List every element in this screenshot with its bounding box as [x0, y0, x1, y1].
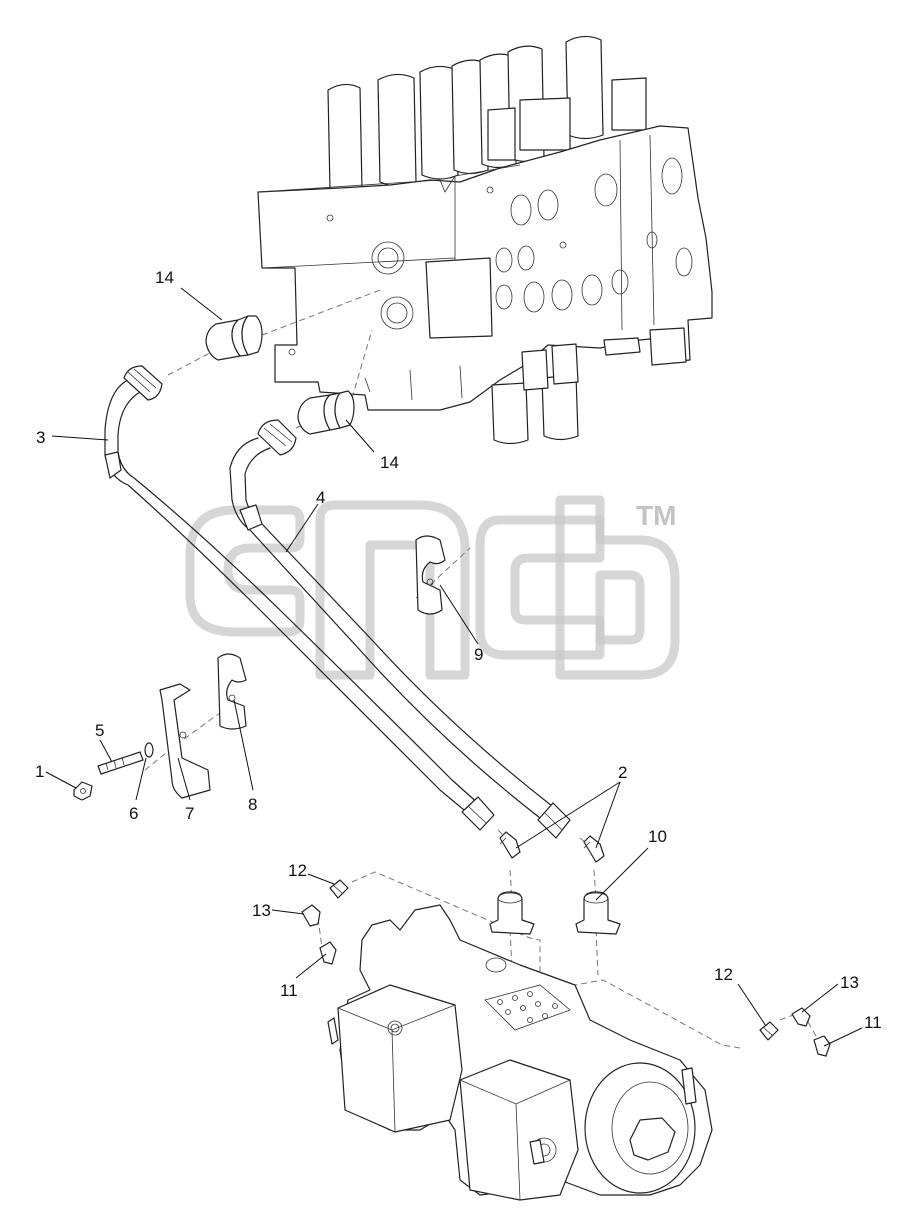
callout-10: 10	[648, 827, 667, 846]
callout-13-left: 13	[252, 901, 271, 920]
fitting-12-right	[759, 1021, 779, 1041]
nut-1	[73, 781, 93, 801]
hose-assembly-4	[229, 419, 571, 839]
callout-6: 6	[129, 804, 138, 823]
callout-14-lower: 14	[380, 453, 399, 472]
callout-3: 3	[36, 428, 45, 447]
fitting-11-right	[813, 1035, 831, 1057]
clamp-half-9	[415, 535, 446, 615]
callout-11-right: 11	[864, 1013, 882, 1032]
callout-11-left: 11	[280, 981, 298, 1000]
callout-1: 1	[35, 762, 44, 781]
callout-13-right: 13	[840, 973, 859, 992]
elbow-fitting-2-left	[499, 831, 521, 859]
watermark-tm: TM	[636, 500, 676, 531]
clamp-half-8	[217, 653, 247, 730]
callout-5: 5	[95, 721, 104, 740]
fitting-13-left	[301, 904, 321, 927]
fitting-12-left	[329, 879, 349, 899]
flange-fitting-10-right	[575, 891, 621, 935]
callout-4: 4	[316, 488, 325, 507]
fitting-11-left	[319, 941, 337, 965]
washer-6	[144, 742, 154, 758]
flange-fitting-10-left	[489, 891, 535, 935]
adapter-fitting-upper	[205, 315, 263, 361]
callout-7: 7	[185, 804, 194, 823]
leader-lines	[45, 287, 863, 1047]
callout-12-left: 12	[288, 861, 307, 880]
hose-assembly-3	[104, 365, 495, 831]
callout-12-right: 12	[714, 965, 733, 984]
control-valve-block	[257, 35, 713, 445]
part-callouts: 14 3 4 14 5 1 6 7 8 9 2 10 12 13 11 12 1…	[35, 268, 882, 1032]
hydraulic-pump	[327, 904, 713, 1201]
assembly-center-lines	[144, 289, 817, 1049]
adapter-fitting-lower	[297, 390, 355, 435]
fitting-13-right	[791, 1007, 811, 1027]
callout-8: 8	[248, 795, 257, 814]
callout-9: 9	[474, 645, 483, 664]
elbow-fitting-2-right	[583, 835, 605, 863]
callout-2: 2	[618, 763, 627, 782]
callout-14-upper: 14	[155, 268, 174, 287]
bolt-5	[97, 751, 144, 775]
bracket-7	[159, 683, 211, 799]
